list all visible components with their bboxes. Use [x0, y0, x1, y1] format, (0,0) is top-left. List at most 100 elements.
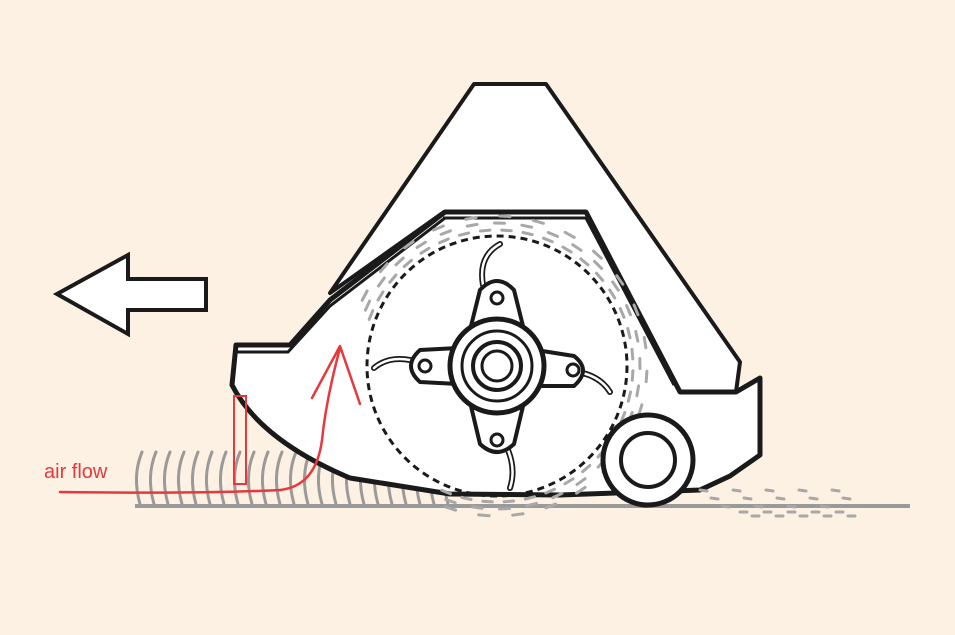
clipping-fleck	[642, 335, 648, 350]
clipping-fleck	[634, 329, 640, 343]
clipping-fleck	[394, 256, 405, 267]
clipping-fleck	[458, 231, 471, 237]
clipping-fleck	[637, 403, 644, 417]
grass-blade	[219, 450, 228, 506]
clipping-fleck	[797, 488, 808, 493]
clipping-fleck	[764, 488, 775, 493]
clipping-fleck	[786, 504, 797, 509]
clipping-fleck	[523, 495, 536, 501]
clipping-fleck	[502, 499, 516, 504]
blade-rotor	[371, 241, 613, 491]
clipping-fleck	[542, 236, 554, 244]
clipping-fleck	[563, 230, 576, 239]
clipping-fleck	[497, 506, 511, 511]
clipping-fleck	[563, 477, 575, 486]
clipping-fleck	[403, 240, 415, 250]
clipping-fleck	[594, 271, 605, 282]
clipping-fleck	[619, 411, 627, 423]
clipping-fleck	[574, 485, 587, 495]
clipping-fleck	[440, 488, 452, 496]
clipping-fleck	[498, 214, 512, 219]
clipping-fleck	[579, 257, 590, 267]
clipping-fleck	[546, 230, 559, 238]
clipping-fleck	[720, 504, 731, 509]
rear-wheel	[600, 412, 696, 508]
clipping-fleck	[571, 243, 583, 252]
clipping-fleck	[742, 496, 753, 501]
clipping-fleck	[544, 502, 558, 510]
grass-blade	[177, 450, 186, 506]
grass-blade	[247, 450, 256, 506]
clipping-fleck	[465, 222, 479, 228]
clipping-fleck	[626, 390, 633, 403]
grass-blade	[163, 450, 172, 506]
clipping-fleck	[378, 262, 389, 274]
clipping-fleck	[644, 369, 649, 384]
grass-blade	[205, 450, 214, 506]
clipping-fleck	[819, 504, 830, 509]
clipping-fleck	[520, 223, 534, 229]
grass-blade	[233, 450, 242, 506]
clipping-fleck	[477, 513, 491, 518]
clipping-fleck	[593, 259, 604, 270]
clipping-fleck	[464, 215, 478, 221]
clipping-fleck	[591, 249, 603, 260]
grass-blade	[191, 450, 200, 506]
clipping-fleck	[775, 496, 786, 501]
clipping-fleck	[698, 488, 709, 493]
clipping-fleck	[402, 258, 413, 269]
clipping-fleck	[630, 347, 635, 361]
clipping-fleck	[367, 309, 375, 321]
clipping-fleck	[618, 307, 626, 319]
grass-blade	[135, 450, 144, 506]
clipping-fleck	[525, 501, 538, 508]
clipping-fleck	[438, 237, 450, 245]
clipping-fleck	[415, 240, 427, 249]
clipping-fleck	[432, 224, 445, 232]
clipping-fleck	[360, 289, 369, 302]
clipping-fleck	[544, 487, 556, 495]
clipping-fleck	[376, 290, 385, 302]
clipping-fleck	[830, 488, 841, 493]
left-arrow-icon	[52, 251, 208, 338]
clipping-fleck	[581, 463, 592, 474]
clipping-fleck	[419, 246, 431, 255]
blade-path-circle	[365, 234, 629, 498]
grass-blade	[275, 450, 284, 506]
clipping-fleck	[608, 288, 617, 300]
grass-blade	[289, 450, 298, 506]
clipping-fleck	[561, 245, 573, 254]
clipping-fleck	[521, 230, 534, 237]
clipping-fleck	[626, 327, 632, 340]
clipping-fleck	[376, 276, 386, 288]
clipping-fleck	[630, 369, 635, 382]
air-flow-label: air flow	[44, 461, 108, 483]
clipping-fleck	[444, 505, 458, 512]
clipping-fleck	[625, 304, 633, 317]
clipping-fleck	[363, 299, 372, 312]
clipping-fleck	[439, 229, 452, 236]
clipping-fleck	[500, 228, 513, 233]
clipping-fleck	[481, 499, 494, 504]
air-flow-arrow	[58, 344, 362, 494]
grass-clippings	[360, 214, 857, 518]
grass-blade	[149, 450, 158, 506]
clipping-fleck	[841, 496, 852, 501]
clipping-fleck	[808, 496, 819, 501]
clipping-fleck	[635, 384, 641, 398]
clipping-fleck	[470, 505, 484, 510]
clipping-fleck	[551, 491, 564, 500]
clipping-fleck	[460, 495, 473, 502]
clipping-fleck	[511, 512, 525, 517]
clipping-fleck	[615, 274, 625, 286]
clipping-fleck	[444, 498, 457, 505]
clipping-fleck	[731, 488, 742, 493]
clipping-fleck	[575, 477, 587, 487]
annotation-marker-box	[233, 395, 247, 485]
clipping-fleck	[753, 504, 764, 509]
clipping-fleck	[709, 496, 720, 501]
grass-blade	[261, 450, 270, 506]
clipping-fleck	[388, 273, 398, 284]
